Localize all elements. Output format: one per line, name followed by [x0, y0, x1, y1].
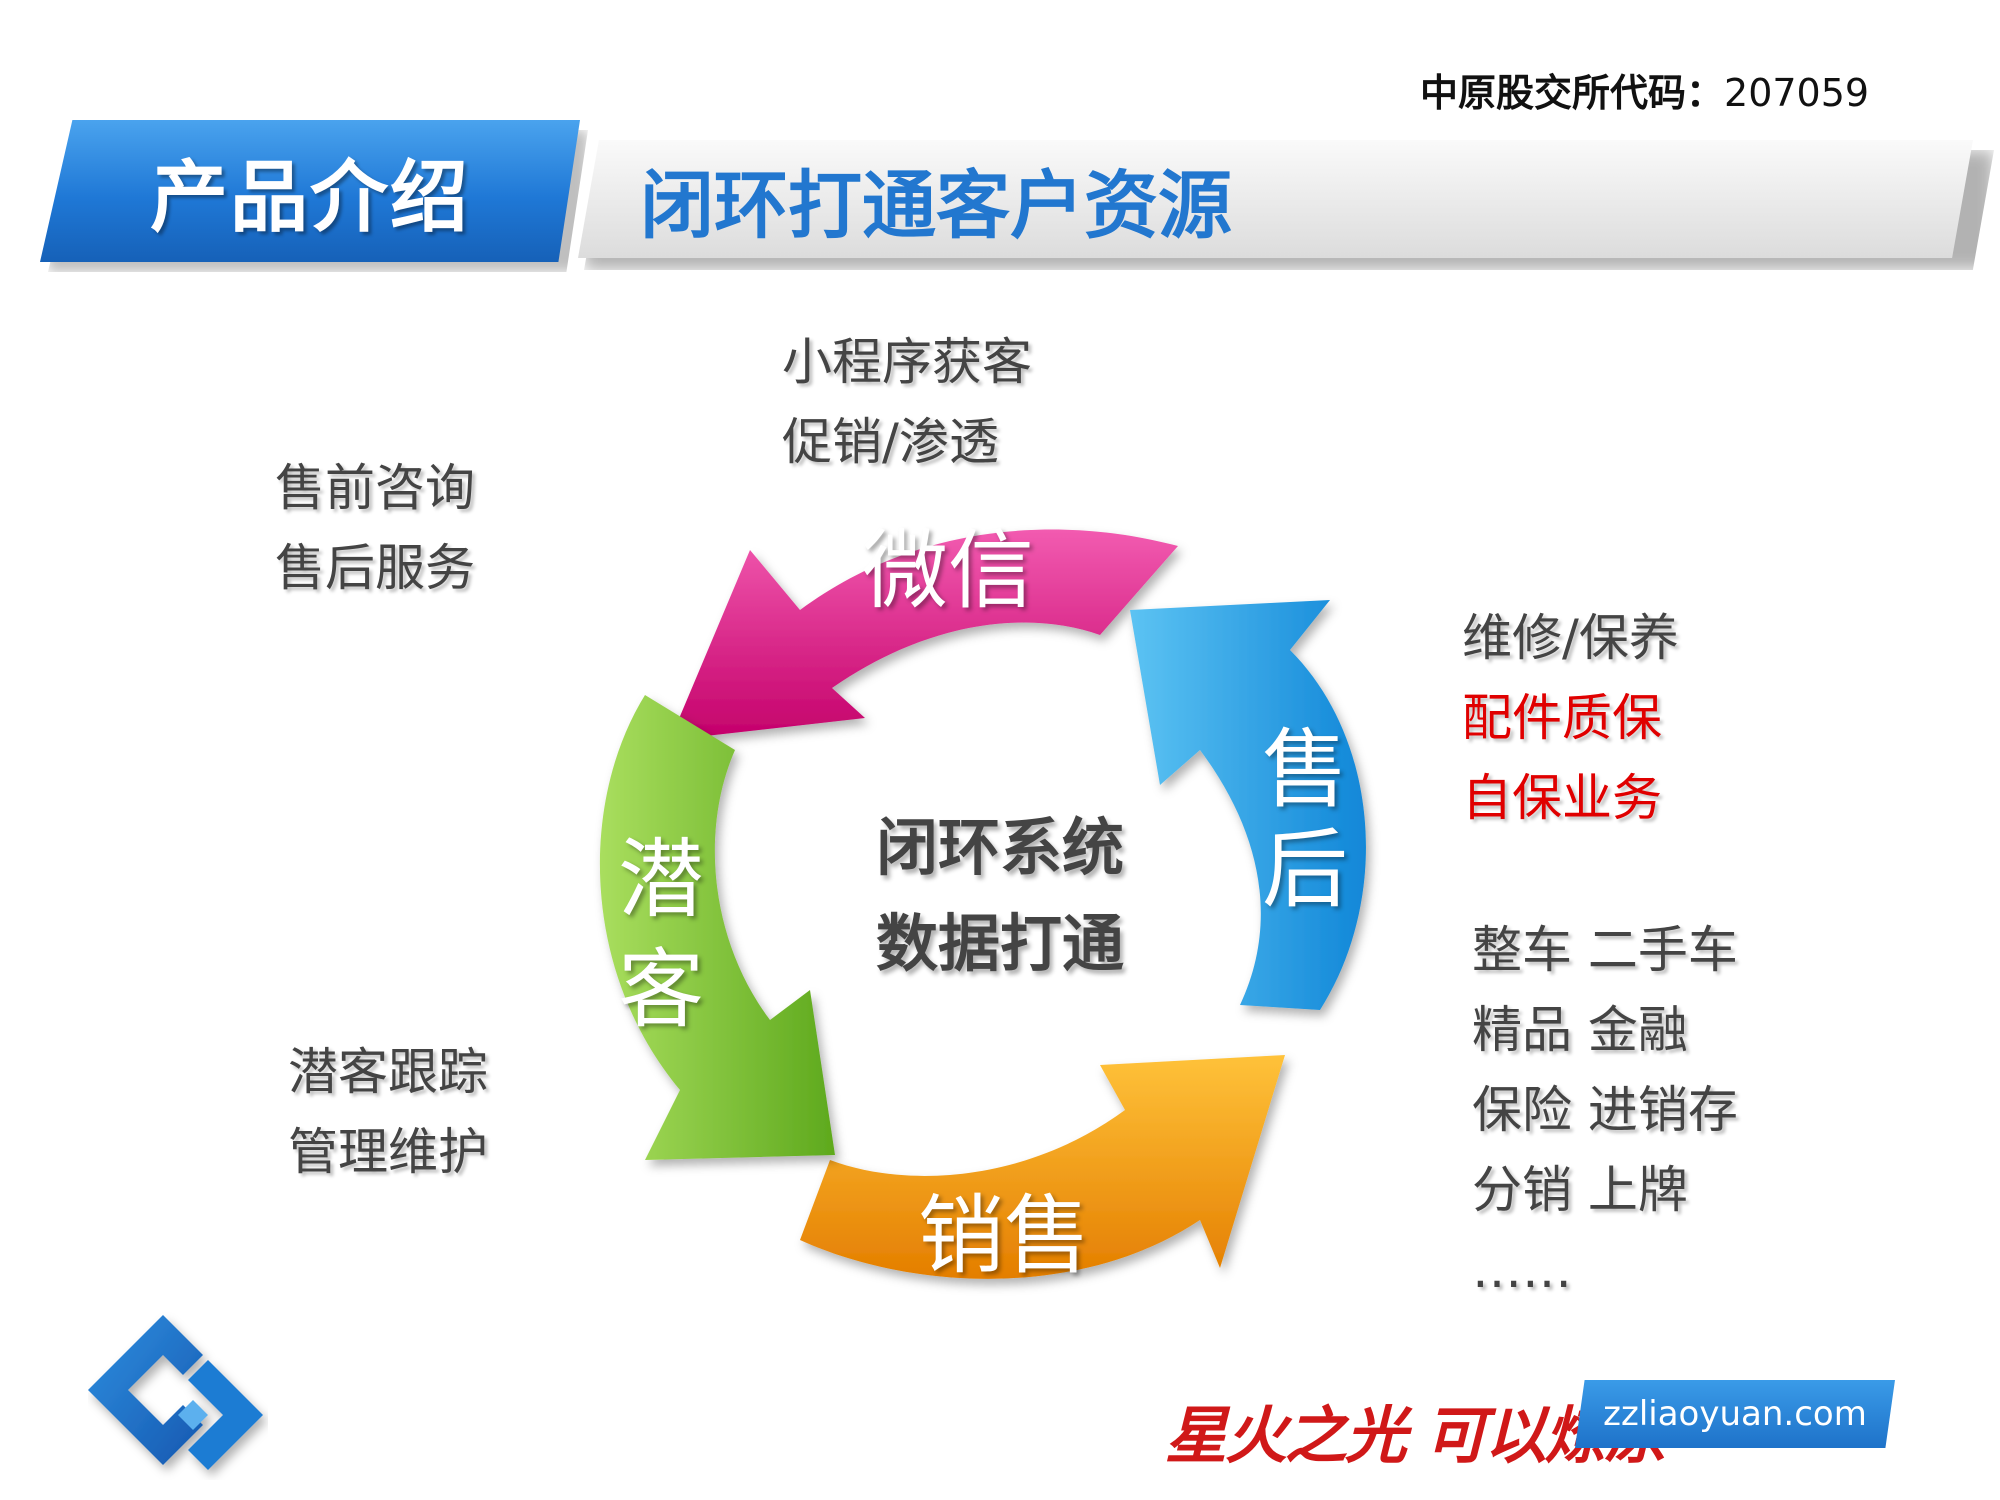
company-logo-icon — [88, 1315, 263, 1470]
page-title: 闭环打通客户资源 — [640, 162, 1232, 249]
stock-code: 中原股交所代码：207059 — [1420, 62, 1869, 117]
note-left-bottom-line-1: 潜客跟踪 — [288, 1043, 488, 1101]
stock-code-label: 中原股交所代码： — [1420, 71, 1725, 115]
prospects-label: 潜 客 — [618, 825, 704, 1045]
section-tab-label: 产品介绍 — [149, 153, 470, 243]
prospects-label-1: 潜 — [618, 830, 704, 930]
wechat-arrow — [670, 529, 1178, 740]
note-right-bottom-line-5: …… — [1472, 1241, 1572, 1299]
note-right-top: 维修/保养 配件质保 自保业务 — [1462, 598, 1679, 838]
note-left-top-line-2: 售后服务 — [275, 539, 475, 597]
note-right-bottom-line-4: 分销 上牌 — [1472, 1161, 1688, 1219]
note-left-bottom-line-2: 管理维护 — [288, 1123, 488, 1181]
cycle-center-text: 闭环系统 数据打通 — [840, 800, 1160, 992]
note-right-top-line-1: 维修/保养 — [1462, 609, 1679, 667]
after-sales-label-2: 后 — [1262, 820, 1348, 920]
note-right-bottom-line-3: 保险 进销存 — [1472, 1081, 1738, 1139]
note-right-top-red-2: 自保业务 — [1462, 769, 1662, 827]
note-left-bottom: 潜客跟踪 管理维护 — [288, 1032, 488, 1192]
note-right-bottom: 整车 二手车 精品 金融 保险 进销存 分销 上牌 …… — [1472, 910, 1738, 1310]
after-sales-label-1: 售 — [1262, 720, 1348, 820]
note-right-top-red-1: 配件质保 — [1462, 689, 1662, 747]
note-top-line-2: 促销/渗透 — [782, 413, 999, 471]
prospects-arrow — [599, 695, 835, 1160]
website-url[interactable]: zzliaoyuan.com — [1575, 1380, 1895, 1448]
stock-code-value: 207059 — [1724, 71, 1870, 115]
wechat-label: 微信 — [862, 521, 1034, 621]
after-sales-arrow — [1130, 600, 1366, 1010]
cycle-diagram — [599, 529, 1366, 1279]
after-sales-label: 售 后 — [1262, 720, 1348, 920]
note-top: 小程序获客 促销/渗透 — [782, 322, 1032, 482]
sales-arrow — [800, 1055, 1285, 1279]
sales-label: 销售 — [918, 1186, 1090, 1286]
note-left-top-line-1: 售前咨询 — [275, 459, 475, 517]
note-right-bottom-line-1: 整车 二手车 — [1472, 921, 1738, 979]
cycle-center-line-1: 闭环系统 — [875, 811, 1124, 884]
note-right-bottom-line-2: 精品 金融 — [1472, 1001, 1688, 1059]
note-left-top: 售前咨询 售后服务 — [275, 448, 475, 608]
section-tab — [40, 120, 580, 262]
prospects-label-2: 客 — [618, 940, 704, 1040]
title-bar — [578, 140, 1973, 258]
note-top-line-1: 小程序获客 — [782, 333, 1032, 391]
cycle-center-line-2: 数据打通 — [875, 907, 1124, 980]
